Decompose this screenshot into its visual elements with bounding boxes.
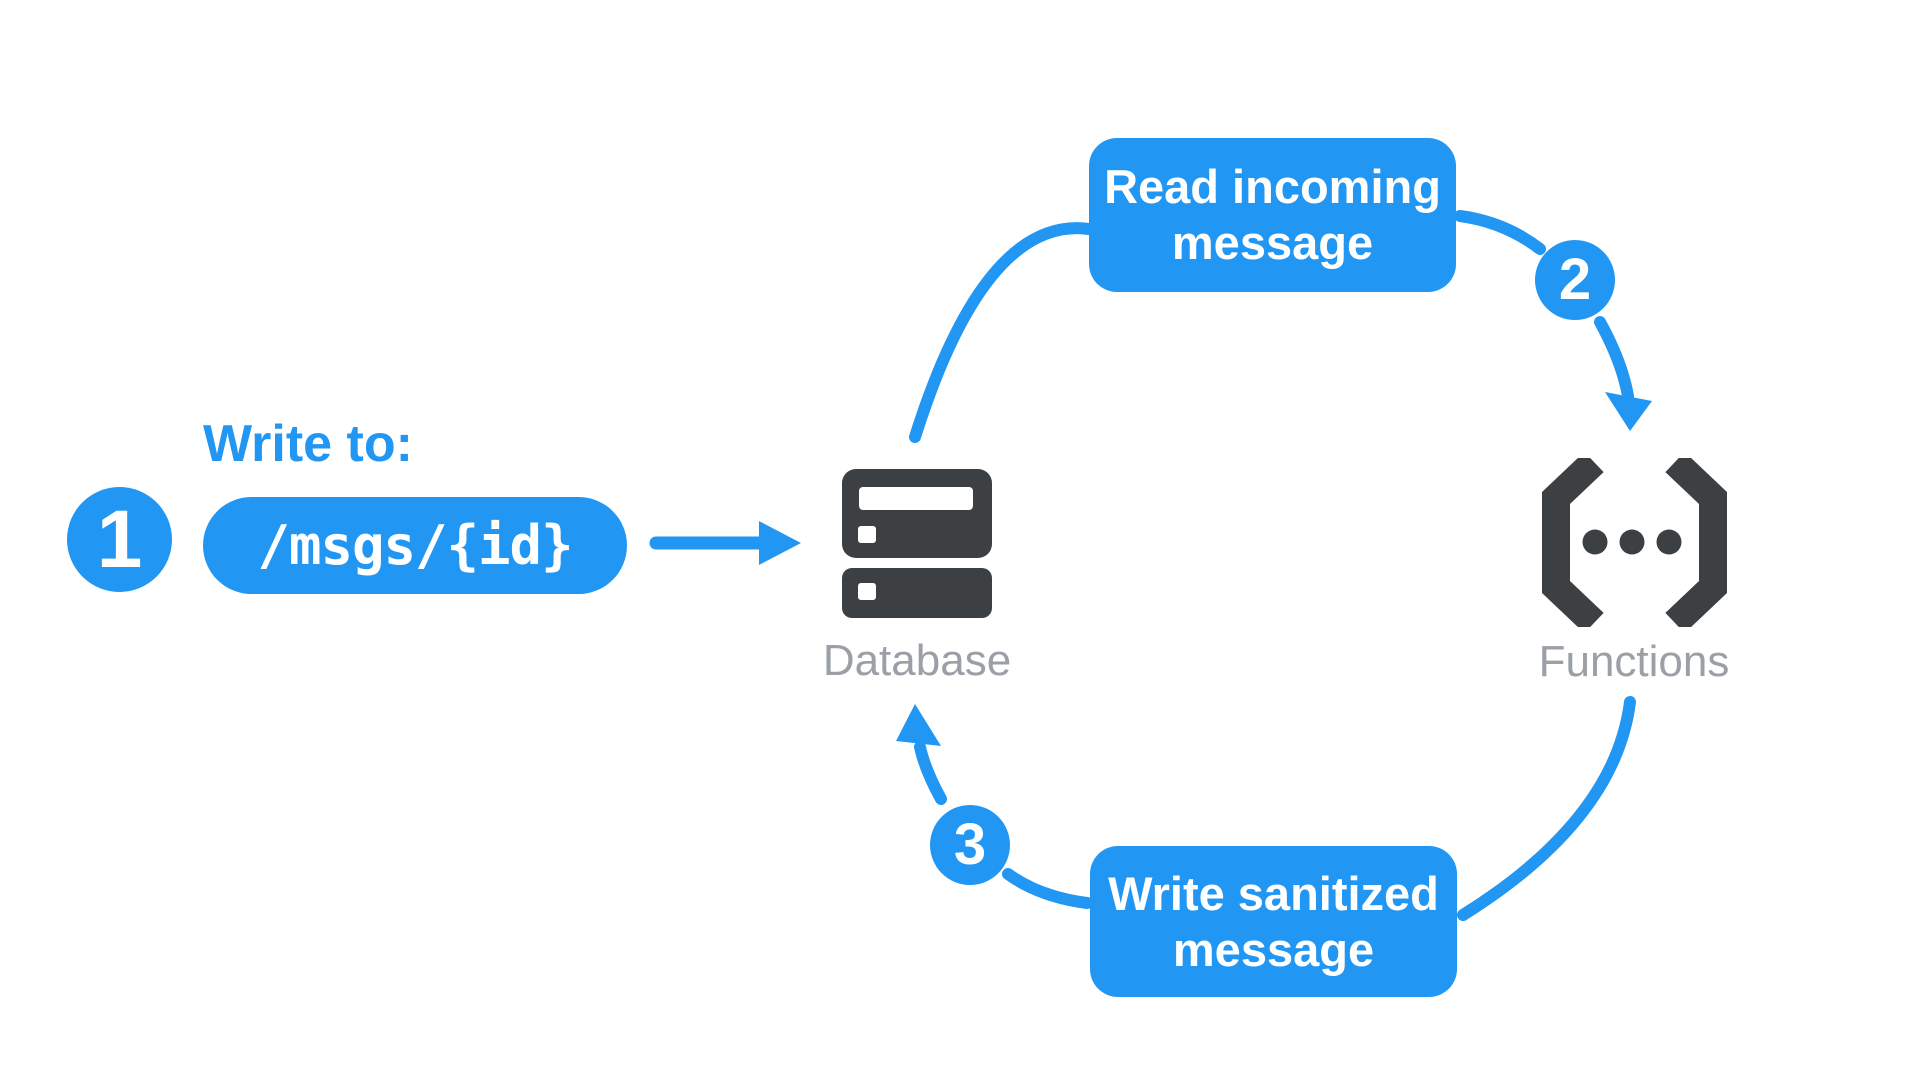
- arrowhead-step1: [759, 521, 801, 565]
- arrowhead-step3: [896, 704, 941, 746]
- step1-number: 1: [96, 493, 143, 585]
- read-message-line2: message: [1171, 216, 1374, 269]
- functions-label: Functions: [1538, 637, 1730, 686]
- database-label: Database: [822, 636, 1012, 685]
- step2-badge: 2: [1535, 240, 1615, 320]
- write-message-line1: Write sanitized: [1108, 866, 1439, 920]
- database-path-text: /msgs/{id}: [257, 514, 573, 577]
- arrowhead-step2: [1605, 392, 1652, 431]
- arc-functions-to-write-box: [1457, 696, 1636, 921]
- arrow-step3-to-database: [914, 741, 947, 805]
- step1-badge: 1: [67, 487, 172, 592]
- arc-write-box-to-step3: [1002, 868, 1093, 909]
- arrow-step2-to-functions: [1594, 316, 1634, 402]
- arc-read-box-to-step2: [1454, 210, 1546, 255]
- step2-number: 2: [1558, 247, 1592, 312]
- write-message-line2: message: [1172, 922, 1375, 976]
- read-message-box: Read incoming message: [1089, 138, 1456, 292]
- arc-database-to-read-box: [909, 222, 1095, 443]
- step3-number: 3: [953, 812, 987, 877]
- database-path-pill: /msgs/{id}: [203, 497, 627, 594]
- write-message-box: Write sanitized message: [1090, 846, 1457, 997]
- functions-icon: [1542, 451, 1727, 634]
- read-message-line1: Read incoming: [1104, 160, 1441, 213]
- step1-title: Write to:: [203, 415, 413, 473]
- database-icon: [842, 469, 992, 618]
- step3-badge: 3: [930, 805, 1010, 885]
